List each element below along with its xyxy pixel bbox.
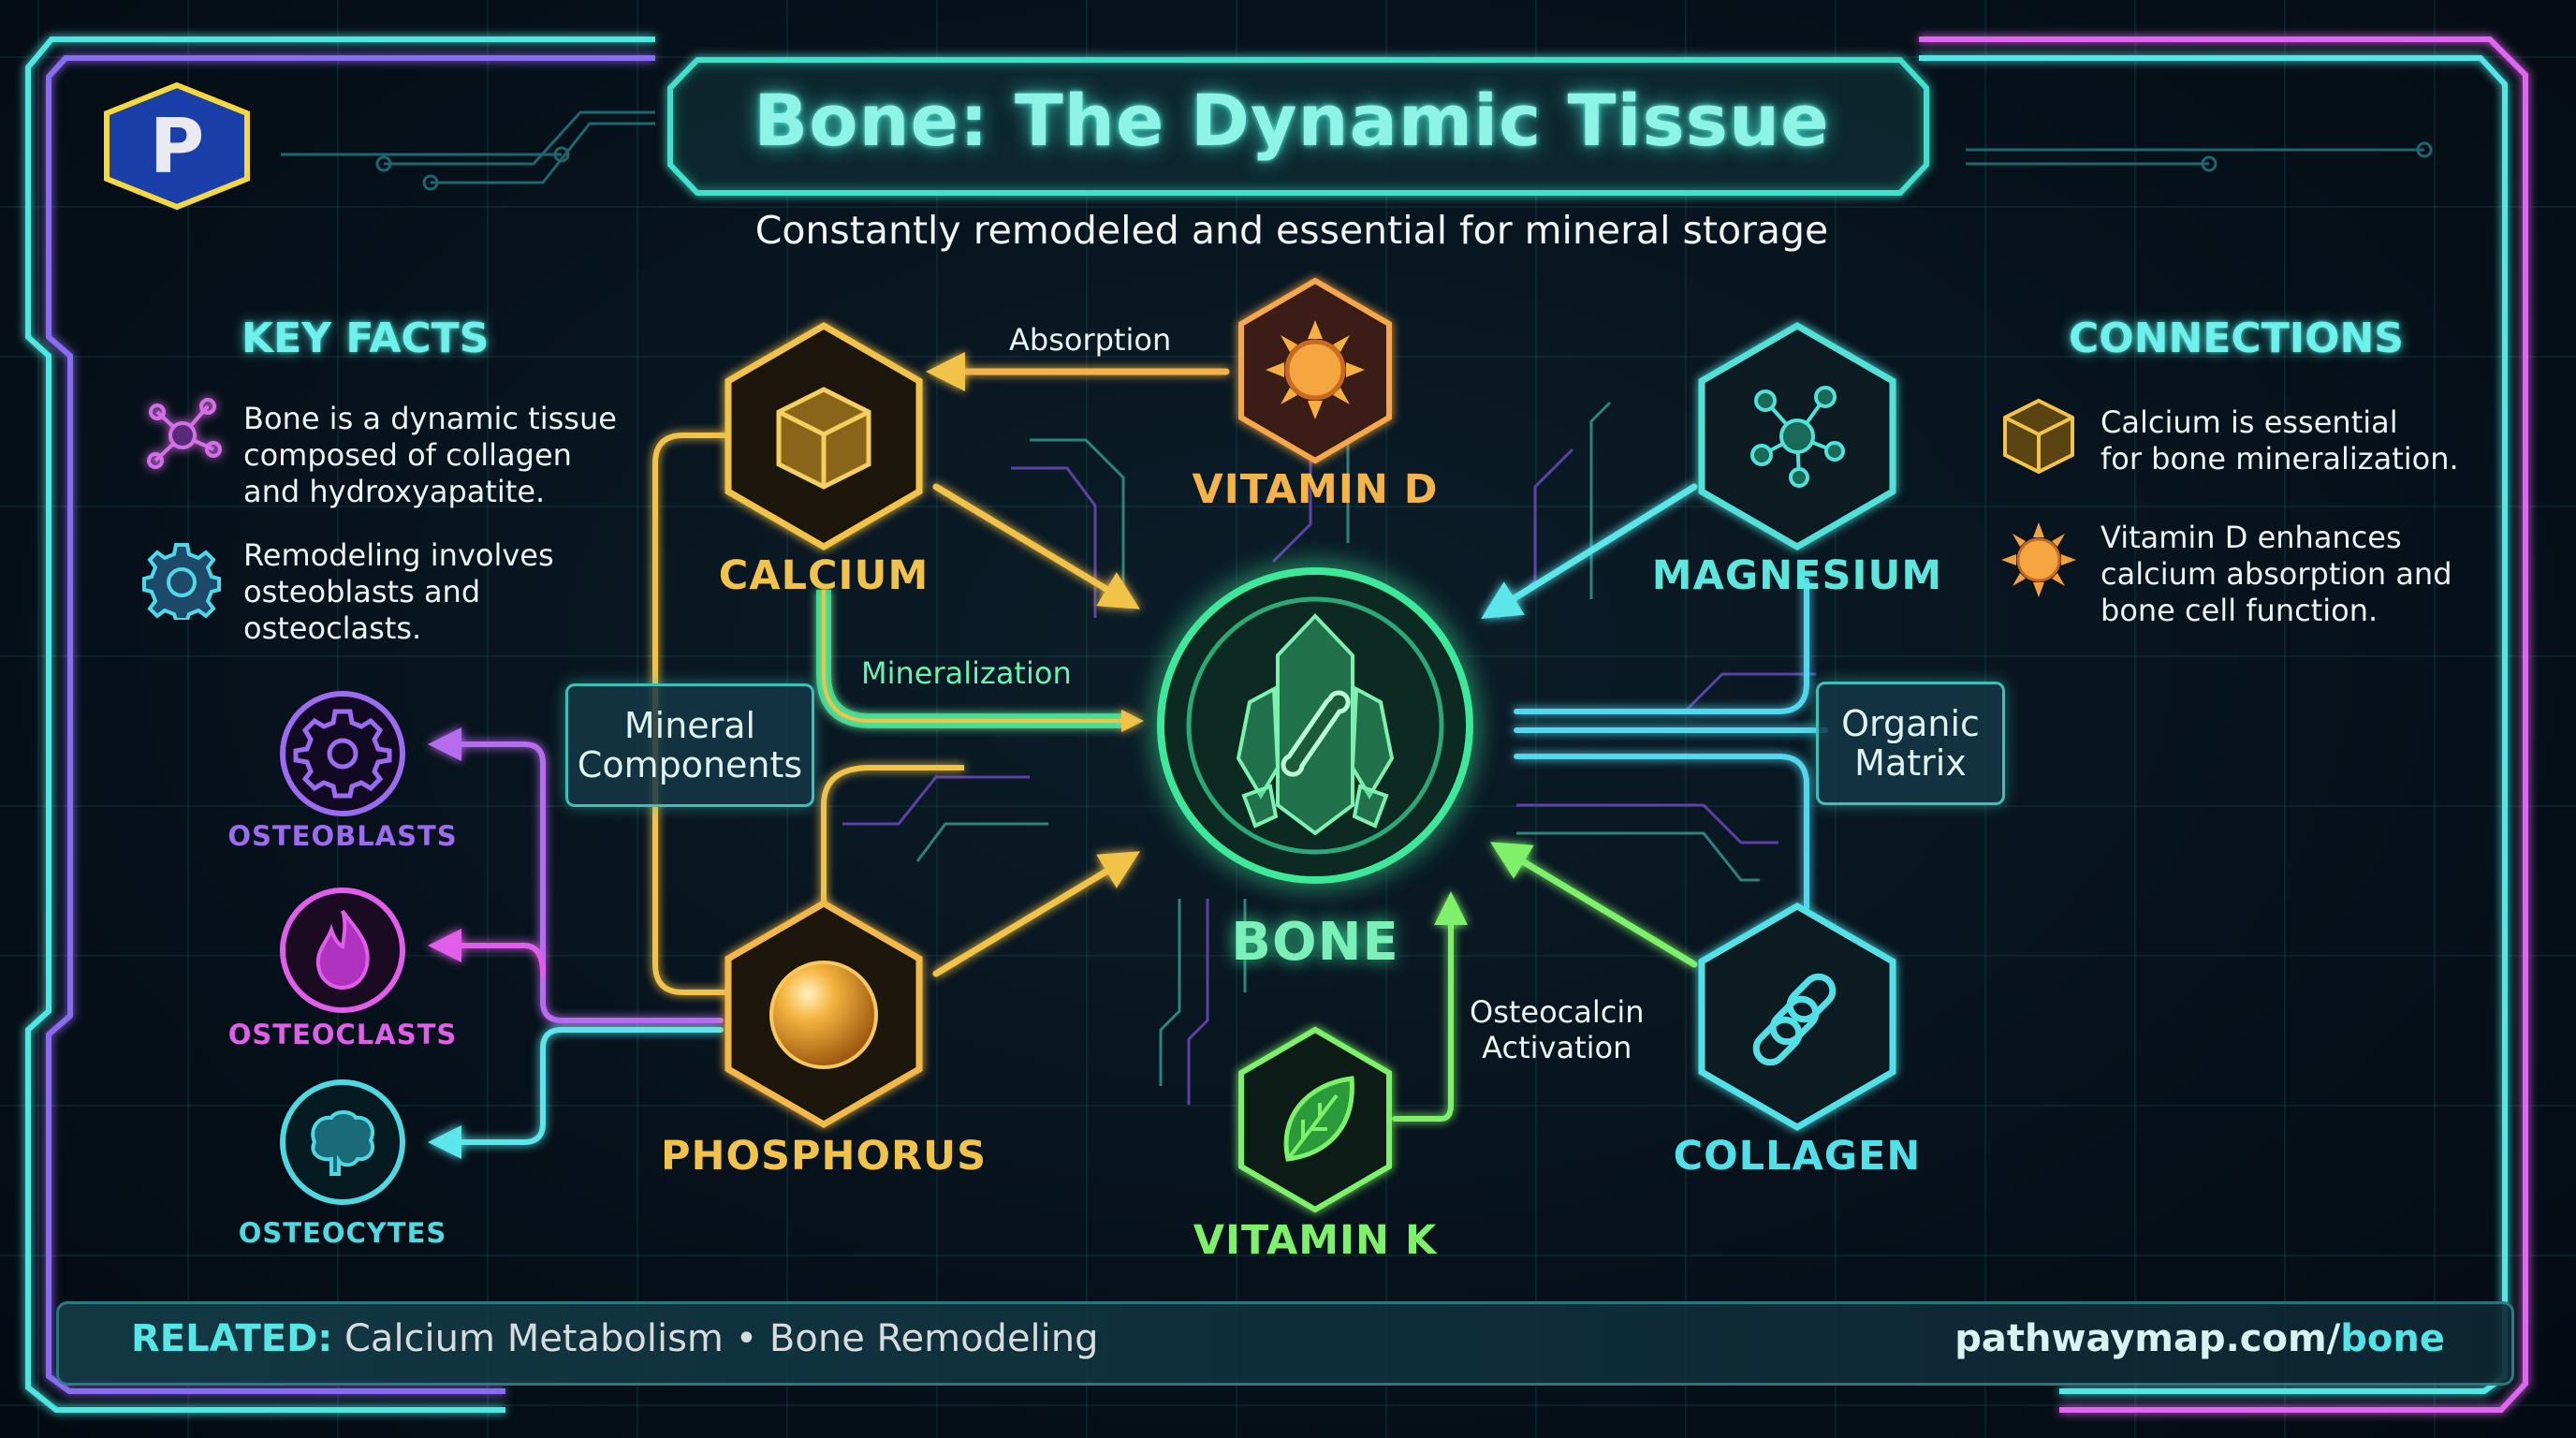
phosphorus-node[interactable]: PHOSPHORUS xyxy=(660,1133,988,1180)
page-subtitle: Constantly remodeled and essential for m… xyxy=(754,208,1829,253)
osteoblasts-node[interactable] xyxy=(277,688,408,823)
brain-icon xyxy=(311,1110,375,1176)
sphere-icon xyxy=(766,957,882,1077)
page-title: Bone: The Dynamic Tissue xyxy=(754,78,1830,162)
osteocalcin-activation-label: Osteocalcin Activation xyxy=(1470,994,1645,1065)
connections-heading: CONNECTIONS xyxy=(2069,315,2404,362)
key-fact-2: Remodeling involves osteoblasts and oste… xyxy=(243,537,554,646)
molecule-icon xyxy=(140,393,225,481)
magnesium-node[interactable]: MAGNESIUM xyxy=(1651,552,1943,599)
logo[interactable]: P xyxy=(97,81,256,212)
arrow-vitamin-k-bone xyxy=(1392,891,1468,1122)
gear-icon xyxy=(293,709,392,799)
logo-letter: P xyxy=(150,103,205,190)
bone-node[interactable]: BONE xyxy=(1231,912,1399,973)
leaf-icon xyxy=(1269,1071,1363,1172)
cube-icon xyxy=(773,386,874,494)
sun-icon xyxy=(1999,521,2078,603)
cube-icon xyxy=(2001,397,2076,479)
osteoclasts-label: OSTEOCLASTS xyxy=(227,1019,458,1050)
calcium-node[interactable]: CALCIUM xyxy=(718,552,929,599)
arrow-collagen-bone xyxy=(1489,842,1698,968)
related-links: RELATED: Calcium Metabolism • Bone Remod… xyxy=(131,1317,1099,1360)
collagen-node[interactable]: COLLAGEN xyxy=(1673,1133,1922,1180)
key-fact-1: Bone is a dynamic tissue composed of col… xyxy=(243,401,617,509)
osteocytes-label: OSTEOCYTES xyxy=(238,1217,447,1249)
frame-inner-right xyxy=(1919,55,2508,1394)
osteoblasts-label: OSTEOBLASTS xyxy=(227,820,458,852)
gear-icon xyxy=(142,541,221,624)
crystal-bone-icon xyxy=(1212,609,1418,846)
connection-1: Calcium is essential for bone mineraliza… xyxy=(2100,404,2459,477)
absorption-label: Absorption xyxy=(1009,322,1172,358)
mineralization-label: Mineralization xyxy=(861,655,1072,691)
flame-icon xyxy=(315,909,370,990)
frame-inner-left xyxy=(46,55,655,1394)
osteoclasts-node[interactable] xyxy=(277,885,408,1020)
connection-2: Vitamin D enhances calcium absorption an… xyxy=(2100,520,2452,628)
key-facts-heading: KEY FACTS xyxy=(242,315,490,362)
frame-outer-right xyxy=(1919,37,2528,1413)
arrow-calcium-bone xyxy=(932,483,1141,609)
osteocytes-node[interactable] xyxy=(277,1077,408,1211)
footer-url[interactable]: pathwaymap.com/bone xyxy=(1954,1317,2445,1360)
frame-outer-left xyxy=(25,37,655,1413)
footer-bar xyxy=(56,1301,2514,1386)
arrow-phosphorus-bone xyxy=(932,851,1141,977)
chain-icon xyxy=(1743,964,1852,1077)
arrow-magnesium-bone xyxy=(1481,483,1698,620)
vitamin-d-node[interactable]: VITAMIN D xyxy=(1192,466,1439,513)
molecule-icon xyxy=(1741,380,1853,496)
related-topics[interactable]: Calcium Metabolism • Bone Remodeling xyxy=(332,1317,1099,1360)
title-box: Bone: The Dynamic Tissue xyxy=(655,54,1928,185)
vitamin-k-node[interactable]: VITAMIN K xyxy=(1193,1217,1438,1264)
sun-icon xyxy=(1264,318,1367,425)
